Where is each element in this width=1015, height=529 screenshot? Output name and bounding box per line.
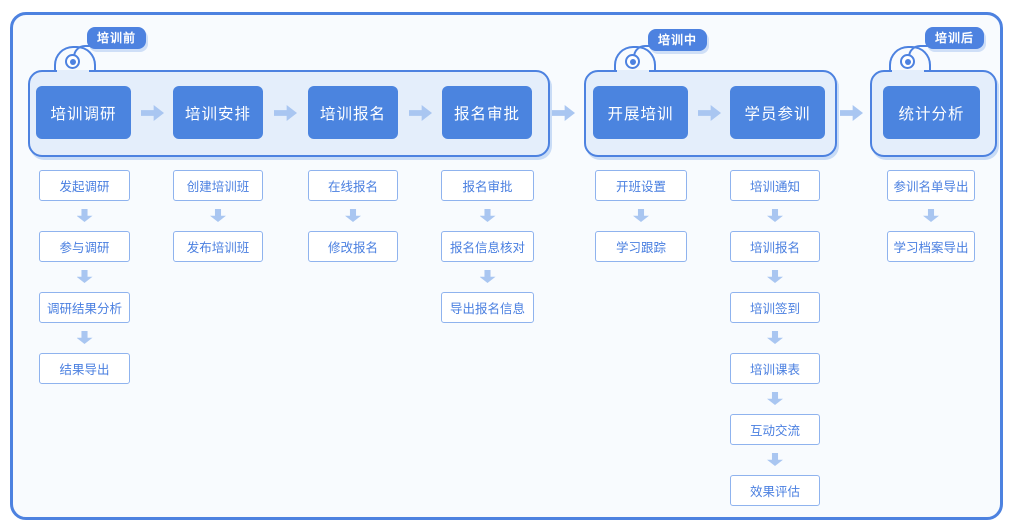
sub-step-box: 调研结果分析 — [39, 292, 130, 323]
sub-step-box: 参与调研 — [39, 231, 130, 262]
sub-step-box: 报名审批 — [441, 170, 534, 201]
sub-step-box: 参训名单导出 — [887, 170, 975, 201]
connector-bump-patch — [892, 70, 924, 74]
sub-step-box: 导出报名信息 — [441, 292, 534, 323]
main-step-box: 开展培训 — [593, 86, 688, 139]
connector-bump-patch — [617, 70, 649, 74]
sub-step-box: 学习档案导出 — [887, 231, 975, 262]
sub-step-box: 结果导出 — [39, 353, 130, 384]
phase-badge: 培训中 — [648, 29, 708, 51]
sub-step-box: 发布培训班 — [173, 231, 263, 262]
sub-step-box: 发起调研 — [39, 170, 130, 201]
knob-dot-icon — [630, 59, 636, 65]
sub-step-box: 开班设置 — [595, 170, 687, 201]
main-step-box: 培训安排 — [173, 86, 263, 139]
sub-step-box: 报名信息核对 — [441, 231, 534, 262]
phase-badge: 培训前 — [87, 27, 147, 49]
knob-dot-icon — [70, 59, 76, 65]
badge-connector-line — [633, 45, 653, 59]
sub-step-box: 培训课表 — [730, 353, 820, 384]
main-step-box: 报名审批 — [442, 86, 532, 139]
sub-step-box: 在线报名 — [308, 170, 398, 201]
sub-step-box: 学习跟踪 — [595, 231, 687, 262]
badge-connector-line — [73, 45, 92, 59]
sub-step-box: 培训报名 — [730, 231, 820, 262]
sub-step-box: 培训签到 — [730, 292, 820, 323]
connector-bump-patch — [57, 70, 89, 74]
main-step-box: 统计分析 — [883, 86, 980, 139]
main-step-box: 学员参训 — [730, 86, 825, 139]
sub-step-box: 效果评估 — [730, 475, 820, 506]
main-step-box: 培训报名 — [308, 86, 398, 139]
main-step-box: 培训调研 — [36, 86, 131, 139]
sub-step-box: 修改报名 — [308, 231, 398, 262]
phase-badge: 培训后 — [925, 27, 985, 49]
knob-dot-icon — [905, 59, 911, 65]
sub-step-box: 创建培训班 — [173, 170, 263, 201]
sub-step-box: 互动交流 — [730, 414, 820, 445]
sub-step-box: 培训通知 — [730, 170, 820, 201]
badge-connector-line — [908, 45, 930, 59]
